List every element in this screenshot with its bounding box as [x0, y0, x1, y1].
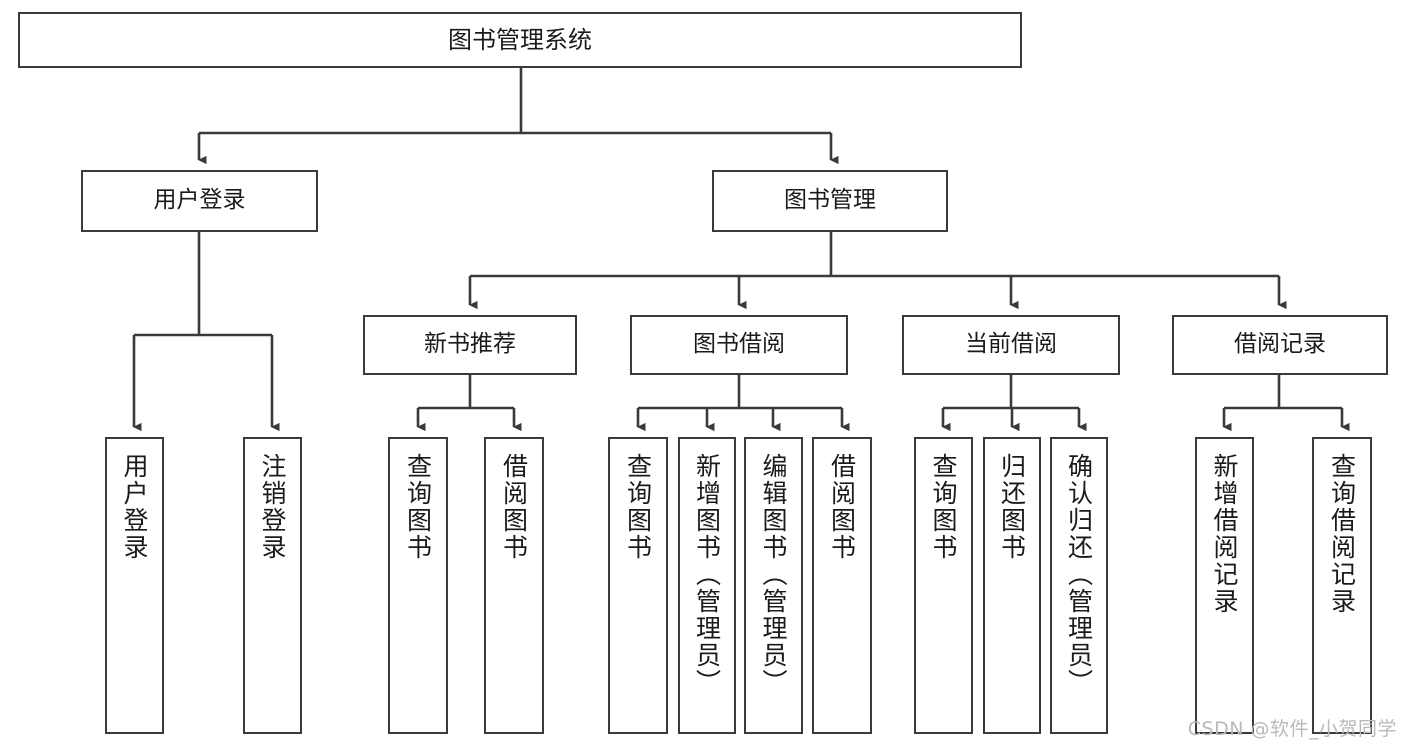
node-label: 借阅图书	[499, 453, 529, 561]
node-label: 新增借阅记录	[1210, 453, 1239, 615]
leaf-query-book-borrow[interactable]: 查询图书	[608, 437, 668, 734]
node-label: 用户登录	[153, 187, 246, 214]
node-book-management[interactable]: 图书管理	[712, 170, 948, 232]
leaf-confirm-return-admin[interactable]: 确认归还（管理员）	[1050, 437, 1108, 734]
node-book-borrow[interactable]: 图书借阅	[630, 315, 848, 375]
edges-root-to-level2	[197, 68, 839, 165]
node-label: 新书推荐	[424, 331, 516, 358]
node-label: 编辑图书（管理员）	[759, 453, 788, 696]
leaf-return-book[interactable]: 归还图书	[983, 437, 1041, 734]
node-label: 查询图书	[929, 453, 958, 561]
node-label: 确认归还（管理员）	[1064, 453, 1094, 696]
node-root-system[interactable]: 图书管理系统	[18, 12, 1022, 68]
node-user-login[interactable]: 用户登录	[81, 170, 318, 232]
leaf-user-login[interactable]: 用户登录	[105, 437, 164, 734]
edges-user-login-to-leaves	[132, 232, 280, 432]
leaf-borrow-book-recommend[interactable]: 借阅图书	[484, 437, 544, 734]
node-label: 注销登录	[258, 453, 287, 561]
leaf-add-borrow-record[interactable]: 新增借阅记录	[1195, 437, 1254, 734]
leaf-query-borrow-record[interactable]: 查询借阅记录	[1312, 437, 1372, 734]
node-label: 图书借阅	[693, 331, 785, 358]
node-label: 当前借阅	[965, 331, 1057, 358]
node-borrow-record[interactable]: 借阅记录	[1172, 315, 1388, 375]
edges-book-borrow-to-leaves	[636, 375, 850, 432]
edges-current-borrow-to-leaves	[941, 375, 1087, 432]
node-new-book-recommend[interactable]: 新书推荐	[363, 315, 577, 375]
node-current-borrow[interactable]: 当前借阅	[902, 315, 1120, 375]
leaf-logout[interactable]: 注销登录	[243, 437, 302, 734]
edges-borrow-record-to-leaves	[1222, 375, 1350, 432]
node-label: 归还图书	[997, 453, 1027, 561]
node-label: 用户登录	[120, 453, 149, 561]
node-label: 查询图书	[403, 453, 433, 561]
leaf-add-book-admin[interactable]: 新增图书（管理员）	[678, 437, 736, 734]
leaf-query-book-current[interactable]: 查询图书	[914, 437, 973, 734]
leaf-edit-book-admin[interactable]: 编辑图书（管理员）	[744, 437, 803, 734]
node-label: 图书管理系统	[448, 25, 592, 54]
node-label: 图书管理	[784, 187, 876, 214]
leaf-query-book-recommend[interactable]: 查询图书	[388, 437, 448, 734]
csdn-watermark: CSDN @软件_小贺同学	[1187, 718, 1397, 740]
node-label: 查询借阅记录	[1327, 453, 1357, 615]
node-label: 新增图书（管理员）	[692, 453, 722, 696]
node-label: 借阅图书	[827, 453, 857, 561]
edges-new-book-to-leaves	[416, 375, 522, 432]
leaf-borrow-book[interactable]: 借阅图书	[812, 437, 872, 734]
node-label: 查询图书	[623, 453, 653, 561]
node-label: 借阅记录	[1234, 331, 1326, 358]
edges-book-manage-to-level3	[468, 232, 1287, 310]
